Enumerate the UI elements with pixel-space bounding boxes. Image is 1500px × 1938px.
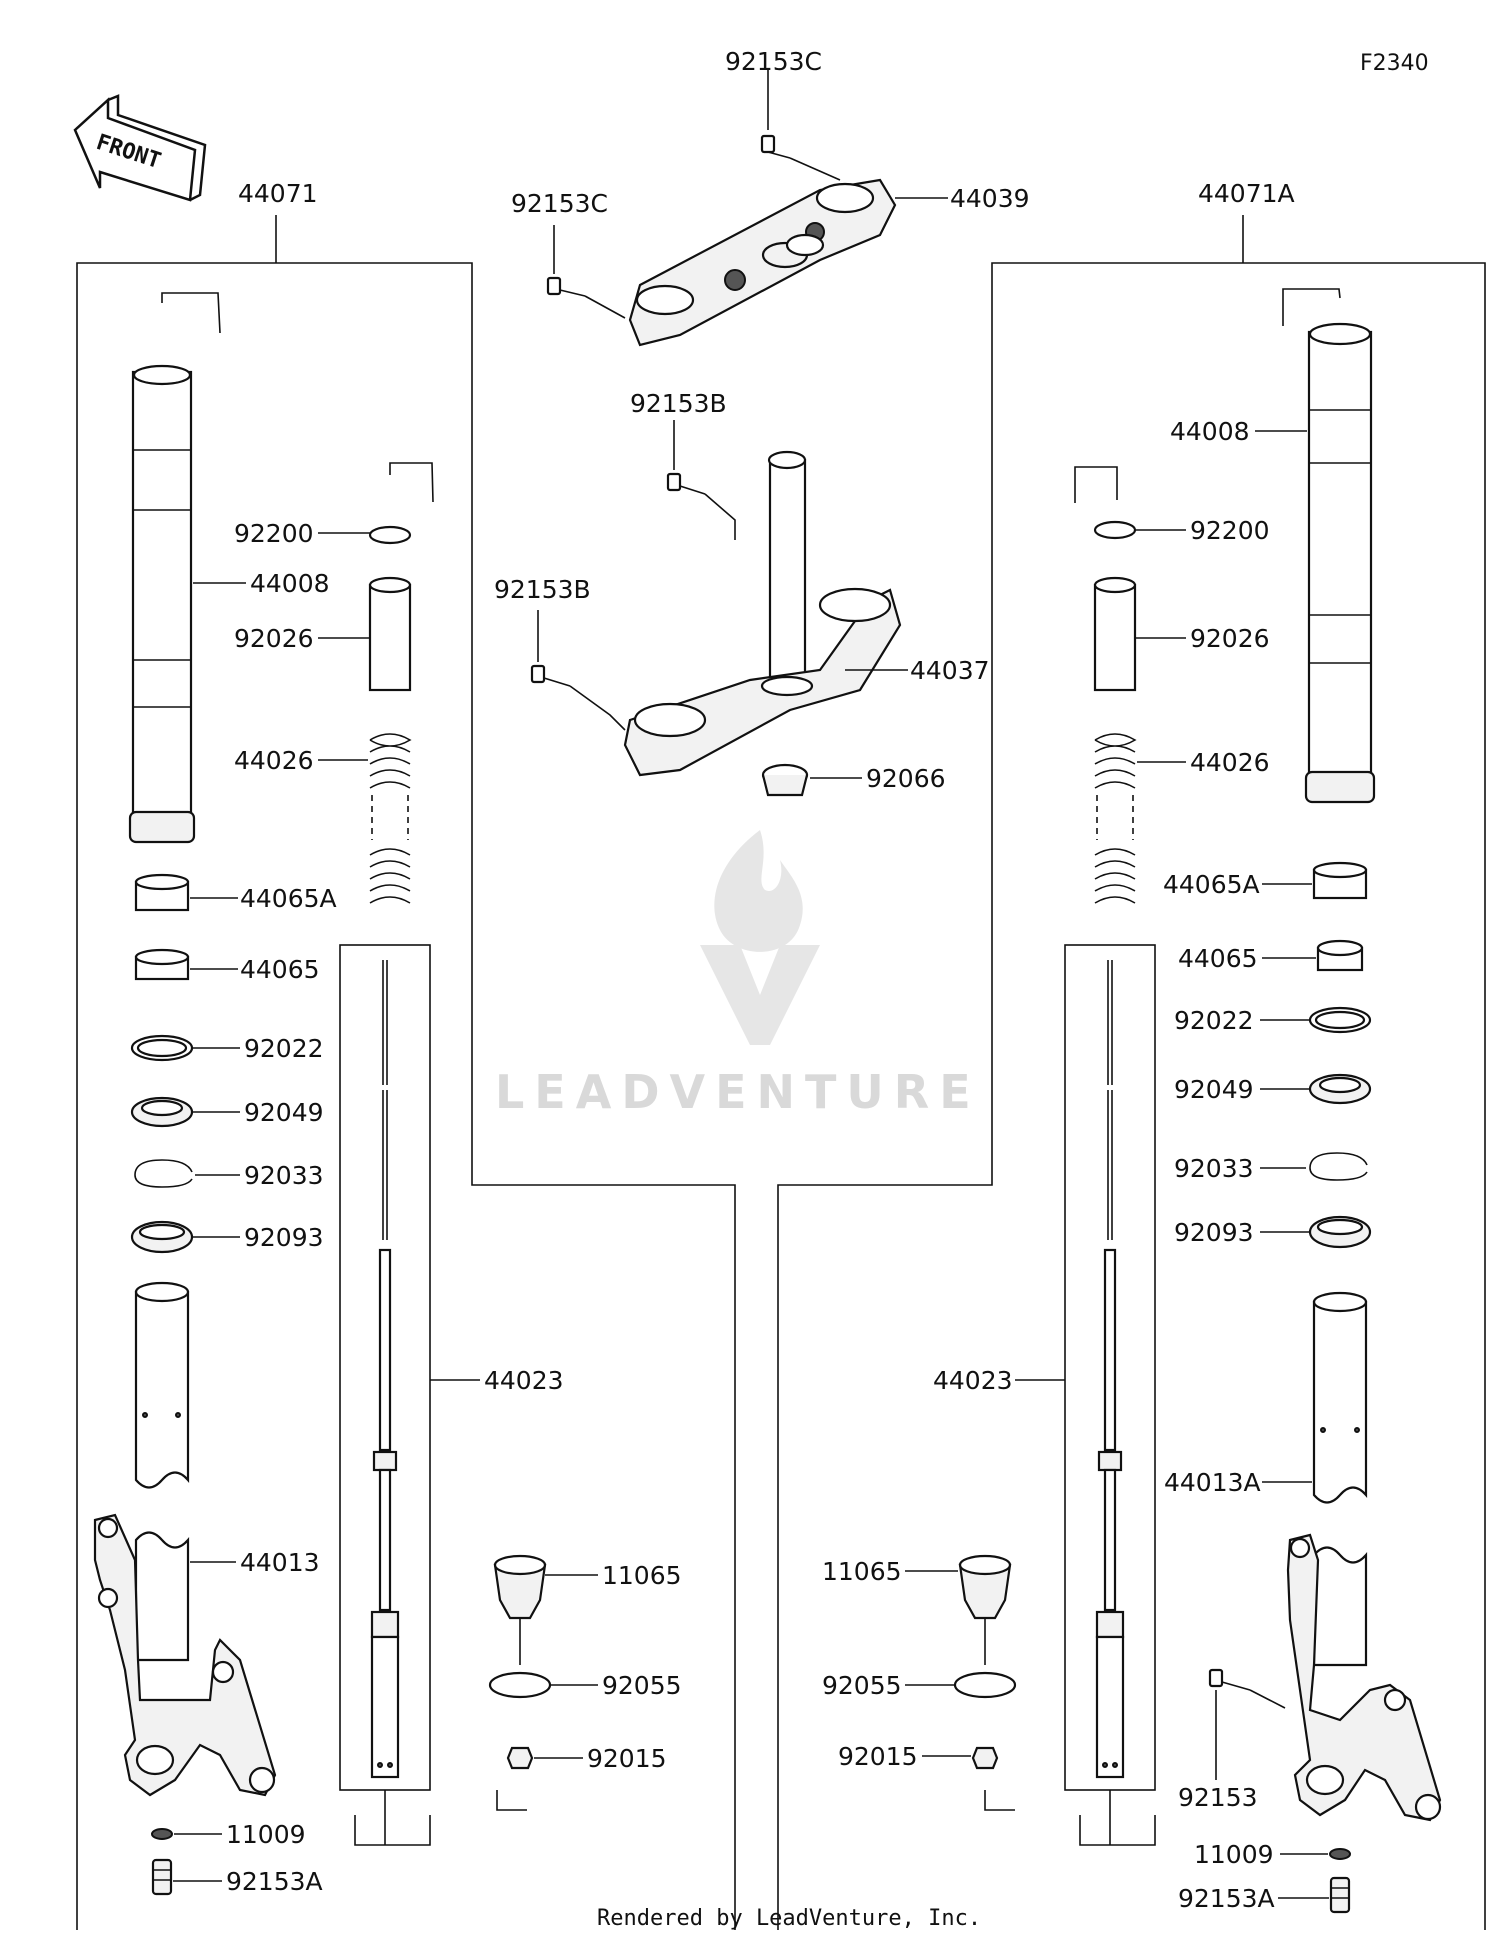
right-bolt-92153: 92153 <box>1178 1668 1286 1812</box>
label-44071: 44071 <box>238 179 318 208</box>
label-left-92200: 92200 <box>234 519 314 548</box>
label-left-92055: 92055 <box>602 1671 682 1700</box>
watermark: LEADVENTURE <box>495 830 981 1119</box>
label-44039: 44039 <box>950 184 1030 213</box>
right-bushing-44065A: 44065A <box>1163 861 1368 900</box>
label-right-92049: 92049 <box>1174 1075 1254 1104</box>
label-92066: 92066 <box>866 764 946 793</box>
label-left-44065: 44065 <box>240 955 320 984</box>
label-44037: 44037 <box>910 656 990 685</box>
right-oil-seal-92049: 92049 <box>1174 1073 1372 1105</box>
right-washer-92022: 92022 <box>1174 1006 1372 1035</box>
label-right-92022: 92022 <box>1174 1006 1254 1035</box>
bolt-92153B-top: 92153B <box>630 389 736 540</box>
left-valve-11065: 11065 <box>493 1554 682 1665</box>
label-right-44023: 44023 <box>933 1366 1013 1395</box>
right-nut-92015: 92015 <box>838 1742 1015 1811</box>
right-collar-92026: 92026 <box>1093 576 1270 692</box>
left-circlip-92033: 92033 <box>134 1159 324 1190</box>
left-o-ring-92055: 92055 <box>488 1671 682 1700</box>
right-outer-tube: 44008 <box>1170 288 1376 804</box>
diagram-code: F2340 <box>1360 51 1429 76</box>
label-right-44008: 44008 <box>1170 417 1250 446</box>
right-dust-seal-92093: 92093 <box>1174 1215 1372 1249</box>
footer-credit: Rendered by LeadVenture, Inc. <box>597 1906 981 1931</box>
right-cap-92200: 92200 <box>1074 466 1270 545</box>
label-right-44013A: 44013A <box>1164 1468 1261 1497</box>
right-o-ring-92055: 92055 <box>822 1671 1017 1700</box>
watermark-text: LEADVENTURE <box>495 1065 981 1119</box>
right-damper-cartridge-44023: 44023 <box>933 944 1156 1846</box>
left-oil-seal-92049: 92049 <box>130 1096 324 1128</box>
label-right-92153A: 92153A <box>1178 1884 1275 1913</box>
bolt-92153C-top: 92153C <box>725 47 841 181</box>
right-valve-11065: 11065 <box>822 1554 1012 1665</box>
label-92153B-left: 92153B <box>494 575 591 604</box>
label-left-44008: 44008 <box>250 569 330 598</box>
bolt-92153C-left: 92153C <box>511 189 626 319</box>
left-bushing-44065A: 44065A <box>134 873 337 913</box>
right-bolt-92153A: 92153A <box>1178 1876 1351 1914</box>
label-44071A: 44071A <box>1198 179 1295 208</box>
seal-92066: 92066 <box>761 763 946 797</box>
label-92153B-top: 92153B <box>630 389 727 418</box>
label-left-44065A: 44065A <box>240 884 337 913</box>
lower-triple-clamp <box>623 450 902 777</box>
upper-triple-clamp <box>628 178 897 347</box>
left-bolt-92153A: 92153A <box>151 1858 323 1896</box>
label-left-92153A: 92153A <box>226 1867 323 1896</box>
left-spring-44026: 44026 <box>234 733 412 904</box>
label-left-44013: 44013 <box>240 1548 320 1577</box>
watermark-flame-icon <box>714 830 803 952</box>
label-left-11009: 11009 <box>226 1820 306 1849</box>
label-left-92033: 92033 <box>244 1161 324 1190</box>
label-left-11065: 11065 <box>602 1561 682 1590</box>
left-washer-11009: 11009 <box>151 1820 306 1849</box>
label-left-44026: 44026 <box>234 746 314 775</box>
left-collar-92026: 92026 <box>234 576 412 692</box>
left-dust-seal-92093: 92093 <box>130 1220 324 1254</box>
bolt-92153B-left: 92153B <box>494 575 626 731</box>
label-right-92093: 92093 <box>1174 1218 1254 1247</box>
left-outer-tube: 44008 <box>128 292 330 844</box>
label-left-92022: 92022 <box>244 1034 324 1063</box>
label-right-44065A: 44065A <box>1163 870 1260 899</box>
label-left-92015: 92015 <box>587 1744 667 1773</box>
left-cap-92200: 92200 <box>234 462 434 548</box>
right-circlip-92033: 92033 <box>1174 1152 1368 1183</box>
label-right-92055: 92055 <box>822 1671 902 1700</box>
label-right-92015: 92015 <box>838 1742 918 1771</box>
left-fork-assembly-box: 44071 <box>76 179 736 1930</box>
right-washer-11009: 11009 <box>1194 1840 1351 1869</box>
left-nut-92015: 92015 <box>496 1744 667 1811</box>
left-inner-tube-44013: 44013 <box>93 1281 320 1797</box>
label-92153C-left: 92153C <box>511 189 608 218</box>
left-washer-92022: 92022 <box>130 1034 324 1063</box>
left-damper-cartridge-44023: 44023 <box>339 944 564 1846</box>
label-left-92026: 92026 <box>234 624 314 653</box>
left-bushing-44065: 44065 <box>134 948 320 984</box>
label-left-92049: 92049 <box>244 1098 324 1127</box>
right-bushing-44065: 44065 <box>1178 939 1364 973</box>
label-right-92200: 92200 <box>1190 516 1270 545</box>
label-right-44065: 44065 <box>1178 944 1258 973</box>
label-right-11009: 11009 <box>1194 1840 1274 1869</box>
right-spring-44026: 44026 <box>1094 733 1270 904</box>
label-left-92093: 92093 <box>244 1223 324 1252</box>
label-right-92033: 92033 <box>1174 1154 1254 1183</box>
front-arrow-icon: FRONT <box>73 94 207 202</box>
right-inner-tube-44013A: 44013A <box>1164 1291 1442 1822</box>
right-fork-assembly-box: 44071A <box>777 179 1486 1930</box>
label-left-44023: 44023 <box>484 1366 564 1395</box>
label-right-11065: 11065 <box>822 1557 902 1586</box>
label-right-44026: 44026 <box>1190 748 1270 777</box>
label-right-92026: 92026 <box>1190 624 1270 653</box>
label-92153C-top: 92153C <box>725 47 822 76</box>
watermark-v-icon <box>700 945 820 1045</box>
label-right-92153: 92153 <box>1178 1783 1258 1812</box>
